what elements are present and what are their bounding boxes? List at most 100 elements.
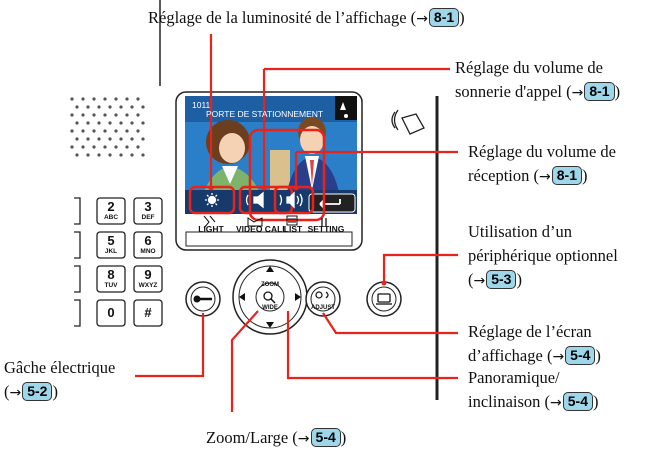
callout-receive-volume: Réglage du volume de réception (→8-1)	[468, 142, 617, 185]
list-icon	[286, 215, 298, 226]
grille-hole	[92, 97, 96, 101]
keypad-key-number: #	[144, 305, 152, 320]
adjust-button[interactable]	[305, 281, 341, 317]
grille-hole	[136, 97, 140, 101]
grille-hole	[97, 137, 101, 141]
list-button-label[interactable]: LIST	[283, 224, 303, 234]
door-release-button[interactable]	[185, 281, 221, 317]
grille-hole	[75, 121, 79, 125]
grille-hole	[130, 121, 134, 125]
keypad-key-letters: WXYZ	[138, 282, 158, 289]
keypad-key-letters: JKL	[104, 248, 118, 255]
callout-screen-adjust: Réglage de l’écran d’affichage (→5-4)	[468, 322, 601, 365]
grille-hole	[86, 105, 90, 109]
keypad-key-number: 3	[144, 199, 152, 214]
grille-hole	[70, 113, 74, 117]
keypad-key-letters: TUV	[104, 282, 118, 289]
grille-hole	[136, 129, 140, 133]
screen-line2: PORTE DE STATIONNEMENT	[206, 109, 324, 119]
pan-tilt-dial[interactable]	[232, 259, 308, 335]
adjust-icon	[315, 291, 323, 299]
adjust-label: ADJUST	[310, 305, 335, 311]
keypad-key[interactable]	[96, 197, 126, 225]
grille-hole	[125, 129, 129, 133]
keypad-key[interactable]	[133, 299, 163, 327]
grille-hole	[75, 153, 79, 157]
grille-hole	[141, 137, 145, 141]
grille-hole	[86, 121, 90, 125]
grille-hole	[97, 121, 101, 125]
keypad-key-number: 6	[144, 233, 152, 248]
screen-line1: 1011	[192, 100, 211, 110]
grille-hole	[136, 113, 140, 117]
grille-hole	[136, 145, 140, 149]
grille-hole	[108, 137, 112, 141]
callout-option-device: Utilisation d’un périphérique optionnel …	[468, 222, 618, 289]
wide-label: WIDE	[262, 305, 278, 311]
magnifier-icon	[263, 291, 273, 301]
callout-lines	[135, 34, 458, 412]
grille-hole	[70, 129, 74, 133]
grille-hole	[75, 137, 79, 141]
grille-hole	[119, 105, 123, 109]
light-icon	[203, 215, 216, 229]
grille-hole	[125, 145, 129, 149]
keypad-key-letters: ABC	[103, 214, 119, 221]
grille-hole	[119, 137, 123, 141]
grille-hole	[70, 97, 74, 101]
keypad-key[interactable]	[96, 231, 126, 259]
keypad-key[interactable]	[133, 265, 163, 293]
grille-hole	[141, 121, 145, 125]
keypad-key-partial	[74, 299, 81, 327]
callout-zoom: Zoom/Large (→5-4)	[206, 428, 347, 447]
keypad-key[interactable]	[133, 197, 163, 225]
setting-button-label[interactable]: SETTING	[307, 224, 345, 234]
keypad-key-number: 8	[107, 267, 115, 282]
keypad-key[interactable]	[133, 231, 163, 259]
screen	[185, 96, 357, 214]
grille-hole	[81, 145, 85, 149]
option-icon	[377, 293, 391, 303]
keypad	[74, 197, 163, 327]
grille-hole	[114, 97, 118, 101]
keypad-key[interactable]	[96, 265, 126, 293]
grille-hole	[108, 105, 112, 109]
keypad-key-letters: MNO	[140, 248, 156, 255]
speaker-grille	[70, 97, 145, 157]
keypad-key-number: 9	[144, 267, 152, 282]
video-call-button-label[interactable]: VIDEO CALL	[236, 224, 288, 234]
zoom-label: ZOOM	[261, 282, 279, 288]
grille-hole	[125, 97, 129, 101]
video-call-icon	[247, 217, 263, 227]
grille-hole	[114, 113, 118, 117]
grille-hole	[75, 105, 79, 109]
grille-hole	[103, 113, 107, 117]
grille-hole	[70, 145, 74, 149]
callout-pan-tilt: Panoramique/ inclinaison (→5-4)	[468, 368, 599, 411]
keypad-key-number: 5	[107, 233, 115, 248]
grille-hole	[97, 105, 101, 109]
callout-ring-volume: Réglage du volume de sonnerie d'appel (→…	[455, 58, 621, 101]
grille-hole	[114, 145, 118, 149]
grille-hole	[141, 105, 145, 109]
light-button-label[interactable]: LIGHT	[198, 224, 224, 234]
grille-hole	[92, 129, 96, 133]
label-strip	[185, 231, 353, 247]
grille-hole	[108, 121, 112, 125]
keypad-key[interactable]	[96, 299, 126, 327]
grille-hole	[141, 153, 145, 157]
keypad-key-partial	[74, 265, 81, 293]
zoom-button[interactable]	[255, 282, 285, 312]
sun-icon	[207, 195, 217, 205]
setting-icon	[321, 218, 327, 226]
grille-hole	[92, 145, 96, 149]
grille-hole	[130, 137, 134, 141]
grille-hole	[103, 145, 107, 149]
option-device-button[interactable]	[366, 281, 402, 317]
callout-door-release: Gâche électrique (→5-2)	[4, 358, 116, 401]
grille-hole	[119, 153, 123, 157]
grille-hole	[108, 153, 112, 157]
bell-status-icon	[340, 102, 346, 110]
grille-hole	[97, 153, 101, 157]
